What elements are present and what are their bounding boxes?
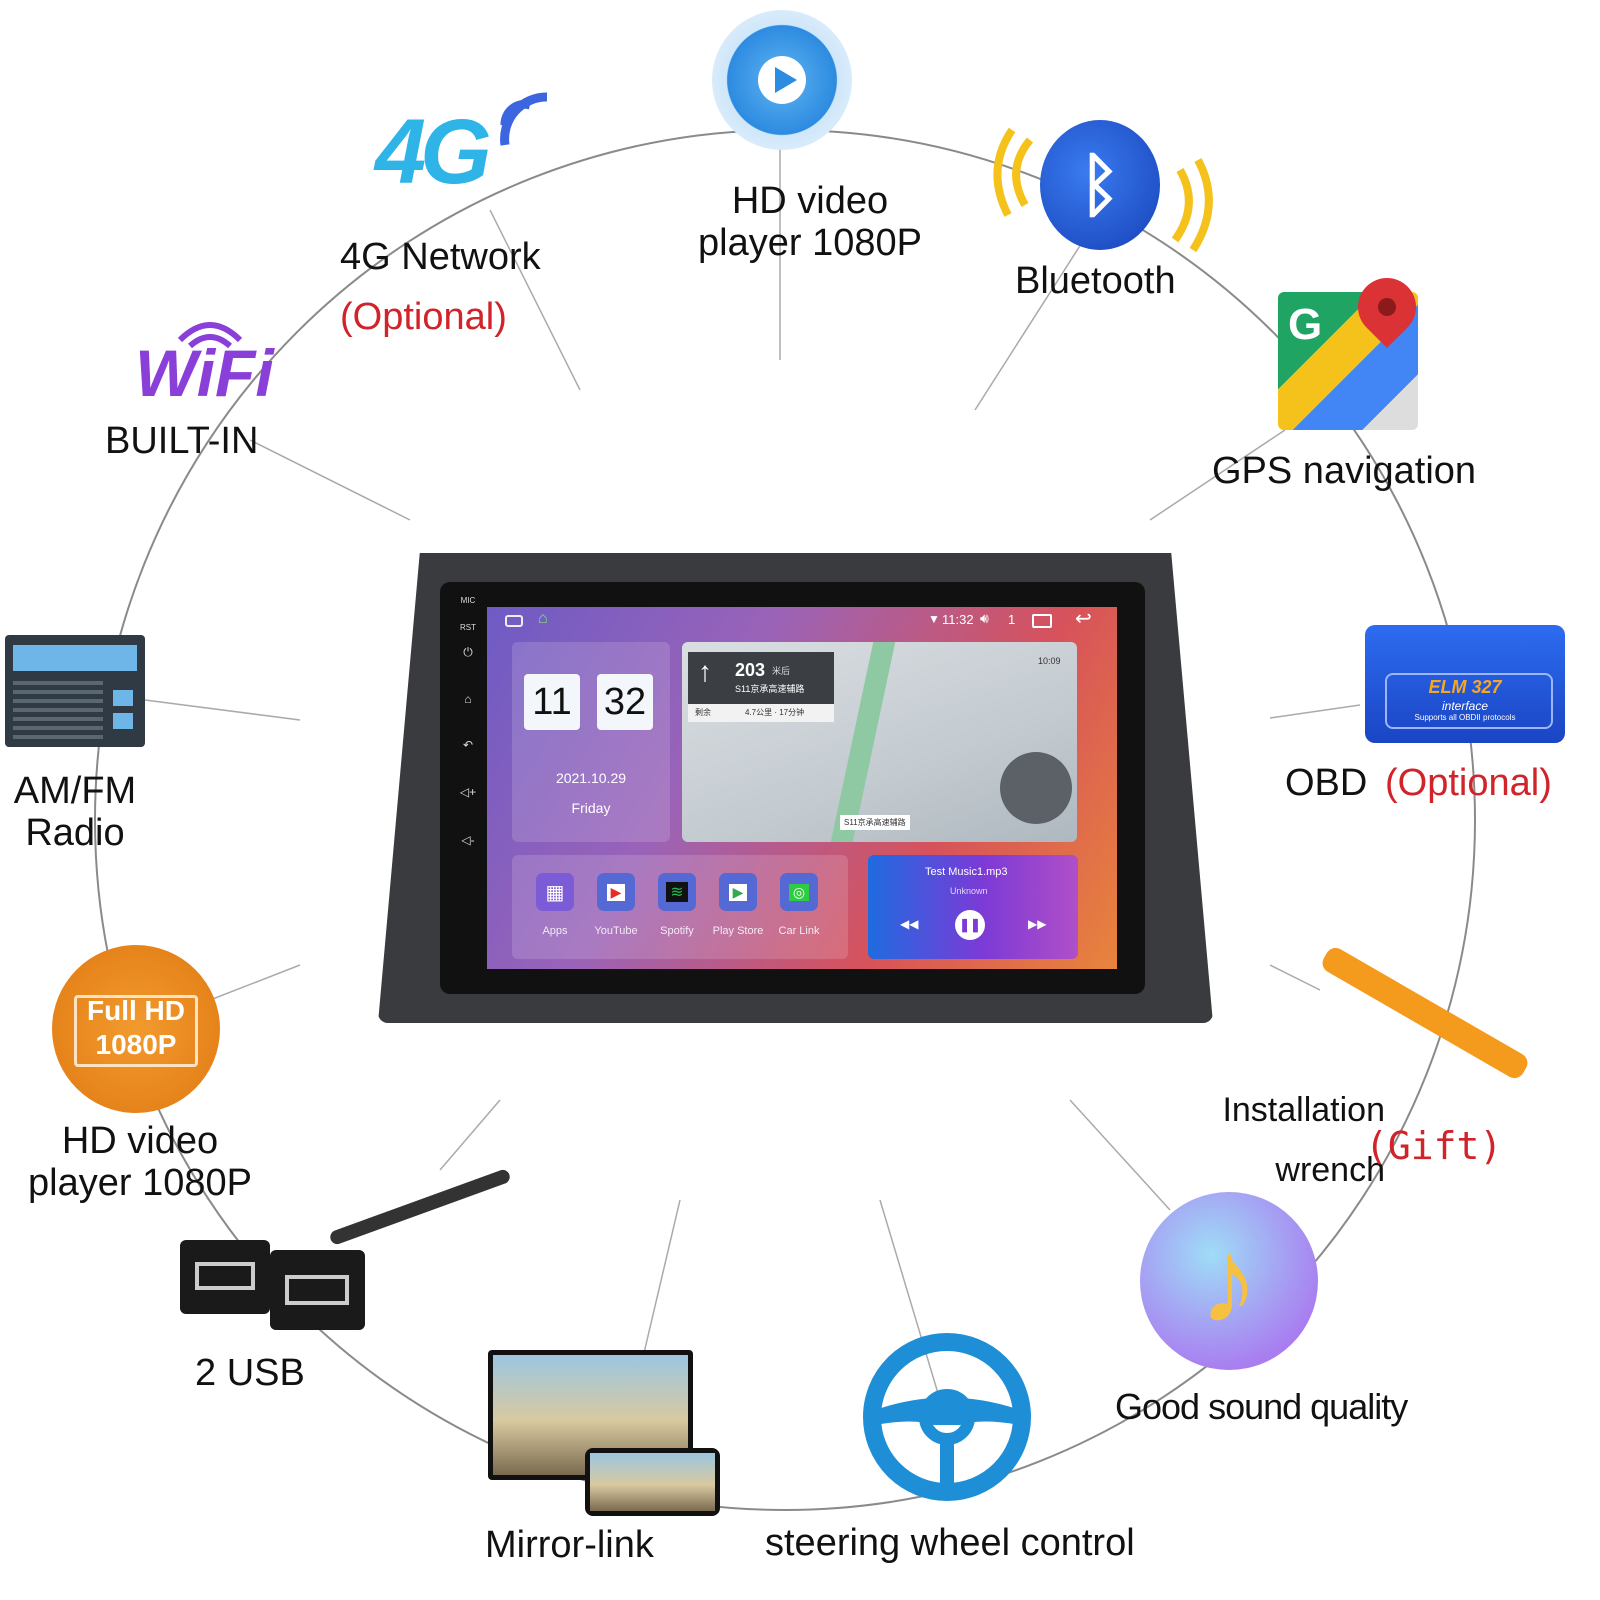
bluetooth-label: Bluetooth — [1015, 260, 1176, 302]
power-icon[interactable]: ⏻ — [463, 645, 473, 659]
clock-date: 2021.10.29 — [555, 770, 627, 786]
obd-desc: Supports all OBDII protocols — [1414, 713, 1516, 722]
google-maps-icon: G — [1278, 265, 1429, 430]
obd-label: OBD — [1285, 762, 1368, 804]
car-link-label: Car Link — [778, 925, 820, 937]
usb-cable-icon — [175, 1167, 515, 1340]
volume-down-icon[interactable]: ◁- — [461, 833, 475, 847]
obd-brand: ELM 327 — [1428, 677, 1502, 697]
nav-drawer-icon[interactable] — [505, 615, 523, 627]
music-title: Test Music1.mp3 — [925, 866, 1008, 878]
obd-sub: interface — [1441, 699, 1489, 713]
nav-distance-unit: 米后 — [772, 666, 791, 676]
play-icon — [712, 10, 852, 150]
wrench-gift-label: (Gift) — [1365, 1124, 1503, 1168]
mic-label: MIC — [460, 596, 476, 605]
back-icon[interactable]: ↶ — [462, 738, 474, 752]
obd-adapter-icon: ELM 327 interface Supports all OBDII pro… — [1365, 625, 1565, 743]
pause-button[interactable]: ❚❚ — [955, 910, 985, 940]
music-note-icon: ♪ — [1140, 1192, 1318, 1370]
good-sound-quality-label: Good sound quality — [1115, 1386, 1408, 1427]
nav-arrow-icon: ↑ — [698, 656, 712, 687]
play-store-label: Play Store — [712, 925, 764, 937]
spotify-icon[interactable]: ≋ — [658, 873, 696, 911]
nav-bottom-road: S11京承高速辅路 — [840, 815, 910, 830]
nav-detail-left: 剩余 — [695, 708, 711, 717]
home-screen-icon[interactable]: ⌂ — [538, 610, 548, 627]
4g-network-label: 4G Network — [340, 236, 541, 278]
obd-optional-label: (Optional) — [1385, 762, 1552, 804]
volume-level: 1 — [1008, 612, 1016, 627]
nav-instruction-panel — [688, 652, 834, 704]
home-icon[interactable]: ⌂ — [464, 692, 472, 706]
wifi-waves-icon — [177, 322, 243, 349]
next-track-icon[interactable]: ▶▶ — [1028, 917, 1047, 931]
full-hd-text: Full HD — [87, 995, 185, 1026]
clock-hour: 11 — [524, 674, 580, 730]
nav-distance: 203 — [735, 660, 766, 680]
mirror-link-phone-icon — [585, 1448, 720, 1516]
hd-video-label-left: HD video player 1080P — [28, 1120, 252, 1204]
spotify-label: Spotify — [660, 925, 694, 937]
apps-icon[interactable]: ▦ — [536, 873, 574, 911]
nav-detail-right: 4.7公里 · 17分钟 — [745, 708, 805, 717]
hd-video-label-top: HD video player 1080P — [698, 180, 922, 264]
nav-road: S11京承高速辅路 — [735, 684, 805, 694]
rst-button[interactable]: RST — [460, 623, 476, 632]
clock-day: Friday — [571, 800, 611, 816]
mirror-link-label: Mirror-link — [485, 1524, 654, 1566]
steering-wheel-control-label: steering wheel control — [765, 1522, 1135, 1564]
steering-wheel-icon — [863, 1333, 1031, 1501]
signal-waves-icon — [500, 92, 548, 146]
previous-track-icon[interactable]: ◀◀ — [900, 917, 919, 931]
radio-icon — [5, 635, 145, 747]
installation-wrench-label: Installation wrench — [1222, 1091, 1385, 1189]
4g-optional-label: (Optional) — [340, 296, 507, 338]
music-artist: Unknown — [950, 886, 988, 896]
am-fm-radio-label: AM/FM Radio — [13, 770, 137, 854]
youtube-icon[interactable]: ▶ — [597, 873, 635, 911]
bluetooth-waves-icon — [993, 127, 1213, 253]
full-hd-badge-icon: Full HD 1080P — [52, 945, 220, 1113]
recent-apps-icon[interactable] — [1032, 614, 1052, 628]
status-time: 11:32 — [942, 612, 974, 627]
music-widget[interactable] — [868, 855, 1078, 959]
wifi-built-in-label: BUILT-IN — [105, 420, 259, 462]
wifi-status-icon: ▼ — [928, 612, 940, 626]
navigation-widget[interactable] — [682, 642, 1077, 842]
volume-status-icon: 🔊︎ — [980, 610, 989, 626]
volume-up-icon[interactable]: ◁+ — [459, 785, 477, 799]
nav-corner-time: 10:09 — [1038, 656, 1061, 666]
clock-minute: 32 — [597, 674, 653, 730]
2-usb-label: 2 USB — [195, 1352, 305, 1394]
nav-detail-panel — [688, 704, 834, 722]
bluetooth-icon: ᛒ — [1040, 120, 1160, 250]
gps-navigation-label: GPS navigation — [1212, 450, 1477, 492]
wifi-logo: WiFi — [135, 336, 274, 410]
back-nav-icon[interactable]: ↩ — [1075, 608, 1092, 630]
apps-label: Apps — [542, 925, 568, 937]
youtube-label: YouTube — [594, 925, 638, 937]
4g-icon: 4G — [375, 101, 492, 203]
play-store-icon[interactable]: ▶ — [719, 873, 757, 911]
1080p-text: 1080P — [95, 1029, 177, 1060]
car-link-icon[interactable]: ◎ — [780, 873, 818, 911]
